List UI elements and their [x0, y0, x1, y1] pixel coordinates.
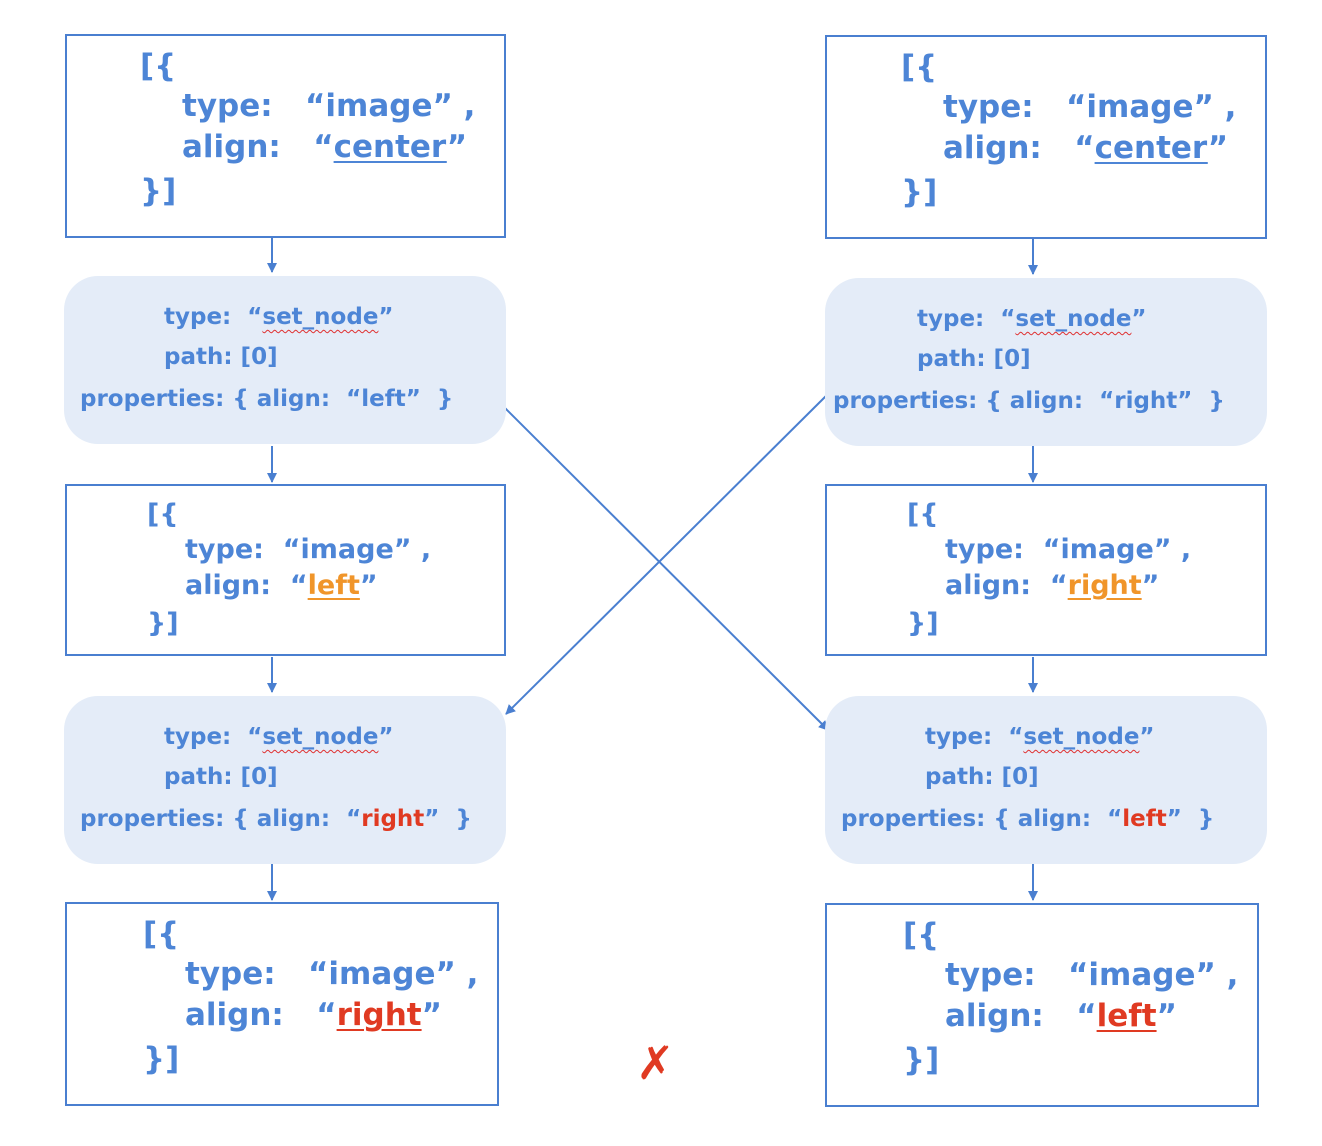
align-value: center [1094, 130, 1208, 166]
bracket-close: }] [901, 174, 938, 210]
op-path-line: path: [0] [917, 346, 1031, 372]
align-value: left [1096, 998, 1157, 1034]
op-path-line: path: [0] [164, 344, 278, 370]
op-align-value: left [361, 386, 406, 412]
type-line: type: “image” , [185, 534, 432, 565]
bracket-open: [{ [147, 499, 179, 530]
right-operation-2: type: “set_node” path: [0] properties: {… [825, 696, 1267, 864]
bracket-close: }] [143, 1041, 180, 1077]
op-type-line: type: “set_node” [164, 724, 394, 750]
op-path-line: path: [0] [164, 764, 278, 790]
align-line: align: “center” [943, 130, 1229, 166]
op-properties-line: properties: { align: “right” } [80, 806, 472, 832]
op-path-line: path: [0] [925, 764, 1039, 790]
align-value: center [333, 129, 447, 165]
op-properties-line: properties: { align: “right” } [833, 388, 1225, 414]
left-document-after-op1: [{ type: “image” , align: “left” }] [65, 484, 506, 656]
type-line: type: “image” , [182, 88, 476, 124]
align-line: align: “right” [945, 570, 1160, 601]
op-type-line: type: “set_node” [164, 304, 394, 330]
bracket-close: }] [140, 173, 177, 209]
op-type-line: type: “set_node” [925, 724, 1155, 750]
align-line: align: “right” [185, 997, 442, 1033]
align-line: align: “left” [185, 570, 378, 601]
mismatch-x-icon: ✗ [636, 1036, 675, 1090]
align-value: left [307, 570, 360, 601]
right-operation-1: type: “set_node” path: [0] properties: {… [825, 278, 1267, 446]
align-line: align: “left” [945, 998, 1177, 1034]
bracket-open: [{ [143, 916, 180, 952]
arrow-cross-right-op-to-left [505, 391, 831, 715]
bracket-close: }] [903, 1042, 940, 1078]
bracket-open: [{ [140, 48, 177, 84]
left-operation-1: type: “set_node” path: [0] properties: {… [64, 276, 506, 444]
op-type-line: type: “set_node” [917, 306, 1147, 332]
right-document-after-op1: [{ type: “image” , align: “right” }] [825, 484, 1267, 656]
type-line: type: “image” , [945, 957, 1239, 993]
align-line: align: “center” [182, 129, 468, 165]
op-align-value: left [1122, 806, 1167, 832]
type-line: type: “image” , [945, 534, 1192, 565]
arrow-cross-left-op-to-right [501, 404, 829, 731]
type-line: type: “image” , [185, 956, 479, 992]
op-properties-line: properties: { align: “left” } [80, 386, 454, 412]
op-align-value: right [1114, 388, 1178, 414]
right-final-document: [{ type: “image” , align: “left” }] [825, 903, 1259, 1107]
align-value: right [1067, 570, 1142, 601]
type-line: type: “image” , [943, 89, 1237, 125]
bracket-close: }] [907, 608, 939, 639]
bracket-open: [{ [903, 917, 940, 953]
left-initial-document: [{ type: “image” , align: “center” }] [65, 34, 506, 238]
left-final-document: [{ type: “image” , align: “right” }] [65, 902, 499, 1106]
left-operation-2: type: “set_node” path: [0] properties: {… [64, 696, 506, 864]
op-align-value: right [361, 806, 425, 832]
right-initial-document: [{ type: “image” , align: “center” }] [825, 35, 1267, 239]
align-value: right [336, 997, 422, 1033]
bracket-close: }] [147, 608, 179, 639]
bracket-open: [{ [907, 499, 939, 530]
op-properties-line: properties: { align: “left” } [841, 806, 1215, 832]
bracket-open: [{ [901, 49, 938, 85]
